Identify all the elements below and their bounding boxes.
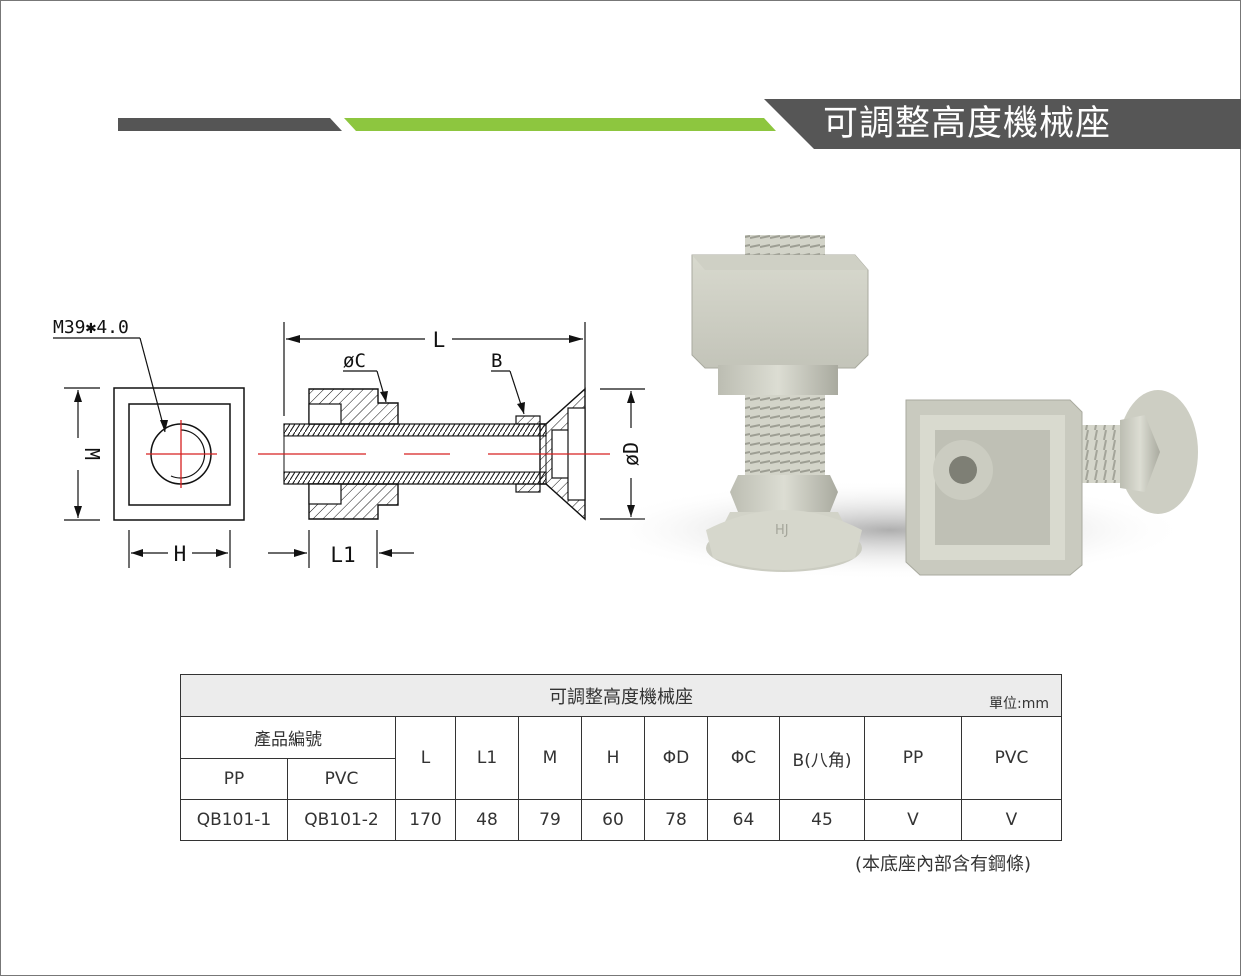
- table-row: QB101-1 QB101-2 170 48 79 60 78 64 45 V …: [180, 799, 1062, 841]
- dim-M-label: M: [80, 448, 104, 460]
- col-header-B: B(八角): [779, 716, 865, 800]
- cell-phi-d: 78: [644, 799, 708, 841]
- product-photo: HJ: [630, 235, 1198, 580]
- footnote: (本底座內部含有鋼條): [855, 854, 1032, 875]
- cell-pp-code: QB101-1: [180, 799, 288, 841]
- dim-L-label: L: [433, 328, 446, 352]
- col-header-pvc: PVC: [961, 716, 1062, 800]
- unit-label: 單位:mm: [989, 696, 1049, 712]
- cell-pvc-code: QB101-2: [287, 799, 396, 841]
- front-view: M39✱4.0 M H: [53, 317, 245, 568]
- dim-L1-label: L1: [330, 543, 355, 567]
- col-header-L1: L1: [455, 716, 519, 800]
- cell-B: 45: [779, 799, 865, 841]
- page-title: 可調整高度機械座: [823, 104, 1112, 144]
- cell-L: 170: [395, 799, 456, 841]
- dim-H-label: H: [174, 542, 187, 566]
- phi-c-label: øC: [343, 350, 366, 372]
- cell-L1: 48: [455, 799, 519, 841]
- title-banner: [764, 99, 1241, 149]
- cell-M: 79: [518, 799, 582, 841]
- thread-label: M39✱4.0: [53, 317, 129, 338]
- table-caption: 可調整高度機械座: [549, 686, 693, 708]
- col-header-H: H: [581, 716, 645, 800]
- cell-pp-mark: V: [864, 799, 962, 841]
- col-header-phi-d: ΦD: [644, 716, 708, 800]
- phi-d-label: øD: [619, 442, 643, 466]
- spec-table: 可調整高度機械座 單位:mm 產品編號 L L1 M H ΦD ΦC B(八角)…: [180, 674, 1062, 841]
- cell-pvc-mark: V: [961, 799, 1062, 841]
- col-header-phi-c: ΦC: [707, 716, 780, 800]
- col-header-pp: PP: [864, 716, 962, 800]
- col-header-L: L: [395, 716, 456, 800]
- table-caption-cell: 可調整高度機械座 單位:mm: [180, 674, 1062, 717]
- B-label: B: [491, 350, 502, 372]
- side-view: L øC B øD: [258, 322, 645, 568]
- col-header-M: M: [518, 716, 582, 800]
- technical-drawing: M39✱4.0 M H L: [53, 317, 645, 568]
- header-green-bar: [344, 118, 776, 131]
- sub-header-pvc: PVC: [287, 758, 396, 800]
- logo-mark: HJ: [775, 523, 789, 538]
- sub-header-pp: PP: [180, 758, 288, 800]
- cell-H: 60: [581, 799, 645, 841]
- group-header: 產品編號: [180, 716, 396, 759]
- cell-phi-c: 64: [707, 799, 780, 841]
- header-dark-bar: [118, 118, 342, 131]
